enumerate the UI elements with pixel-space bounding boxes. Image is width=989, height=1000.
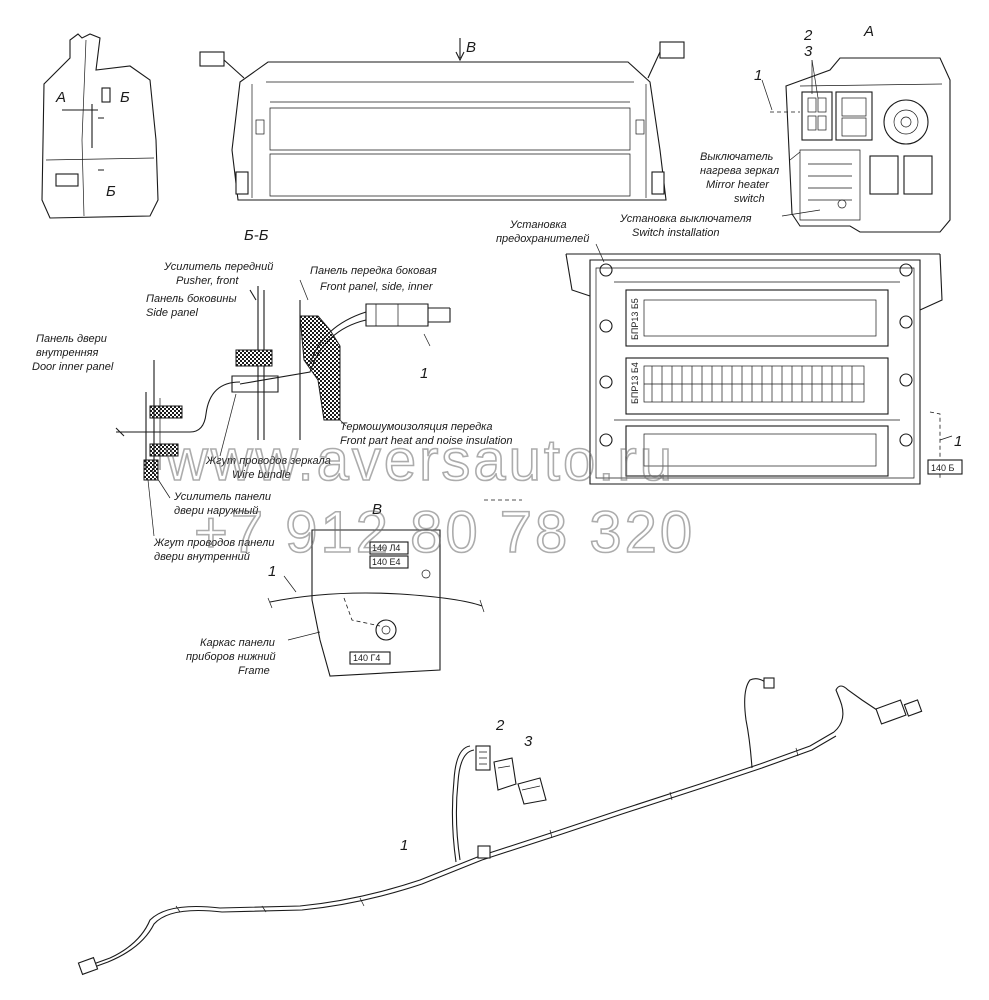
- detail-v-tag-1: 140 Л4: [372, 543, 400, 553]
- harness-callout-1: 1: [400, 837, 408, 854]
- mirror-harness-ru: Жгут проводов зеркала: [205, 455, 331, 467]
- mirror-harness-en: Wire bundle: [232, 469, 291, 481]
- section-bb: Усилитель передний Pusher, front Панель …: [32, 261, 512, 563]
- fuse-callout-1: 1: [954, 433, 962, 450]
- section-bb-title: Б-Б: [244, 227, 269, 244]
- cab-front-view: В: [199, 38, 685, 201]
- mirror-switch-ru-1: Выключатель: [700, 151, 774, 163]
- detail-v-tag-2: 140 Е4: [372, 557, 401, 567]
- mirror-switch-en-2: switch: [734, 193, 765, 205]
- pusher-ru: Усилитель передний: [163, 261, 273, 273]
- front-panel-en: Front panel, side, inner: [320, 281, 434, 293]
- detail-a-title: A: [863, 23, 874, 40]
- pusher-en: Pusher, front: [176, 275, 239, 287]
- side-panel-ru: Панель боковины: [146, 293, 237, 305]
- fuse-connector-tag: 140 Б: [931, 463, 955, 473]
- detail-v-tag-3: 140 Г4: [353, 653, 380, 663]
- fuse-label-top: БПР13 Б5: [630, 298, 640, 340]
- harness-callout-2: 2: [495, 717, 505, 734]
- section-b-label-1: Б: [120, 89, 130, 106]
- cab-side-view: A Б Б: [41, 33, 159, 219]
- frame-ru-2: приборов нижний: [186, 651, 276, 663]
- detail-a-callout-1: 1: [754, 67, 762, 84]
- section-callout-1: 1: [420, 365, 428, 382]
- wire-harness: 2 3 1: [77, 677, 923, 976]
- insulation-en: Front part heat and noise insulation: [340, 435, 512, 447]
- door-outer-ru-1: Усилитель панели: [173, 491, 271, 503]
- view-v-label: В: [466, 39, 476, 56]
- fuse-title-ru-1: Установка: [509, 219, 567, 231]
- door-inner-en: Door inner panel: [32, 361, 114, 373]
- detail-a-callout-3: 3: [804, 43, 813, 60]
- frame-en: Frame: [238, 665, 270, 677]
- fuse-label-mid: БПР13 Б4: [630, 362, 640, 404]
- front-panel-ru: Панель передка боковая: [310, 265, 437, 277]
- mirror-switch-en-1: Mirror heater: [706, 179, 770, 191]
- door-inner-ru-1: Панель двери: [36, 333, 107, 345]
- detail-a: A 1 2 3 Выключатель нагрева зеркал Mirro…: [619, 23, 951, 239]
- frame-ru-1: Каркас панели: [200, 637, 275, 649]
- harness-callout-3: 3: [524, 733, 533, 750]
- mirror-switch-ru-2: нагрева зеркал: [700, 165, 779, 177]
- door-outer-ru-2: двери наружный: [174, 505, 258, 517]
- watermark: www.aversauto.ru +7 912 80 78 320: [164, 427, 695, 566]
- detail-v-title: В: [372, 501, 382, 518]
- detail-v: В 140 Л4 140 Е4 140 Г4 1 Каркас панели п…: [186, 499, 522, 677]
- watermark-site: www.aversauto.ru: [165, 428, 675, 493]
- view-a-label: A: [55, 89, 66, 106]
- detail-v-callout-1: 1: [268, 563, 276, 580]
- door-inner-ru-2: внутренняя: [36, 347, 99, 359]
- section-b-label-2: Б: [106, 183, 116, 200]
- detail-a-callout-2: 2: [803, 27, 813, 44]
- door-harness-ru-1: Жгут проводов панели: [153, 537, 274, 549]
- switch-install-en: Switch installation: [632, 227, 719, 239]
- fuse-block: Установка предохранителей БПР13 Б5 БПР13…: [496, 219, 963, 485]
- insulation-ru: Термошумоизоляция передка: [340, 421, 493, 433]
- switch-install-ru: Установка выключателя: [619, 213, 752, 225]
- side-panel-en: Side panel: [146, 307, 199, 319]
- fuse-title-ru-2: предохранителей: [496, 233, 589, 245]
- watermark-phone: +7 912 80 78 320: [194, 500, 695, 565]
- door-harness-ru-2: двери внутренний: [154, 551, 250, 563]
